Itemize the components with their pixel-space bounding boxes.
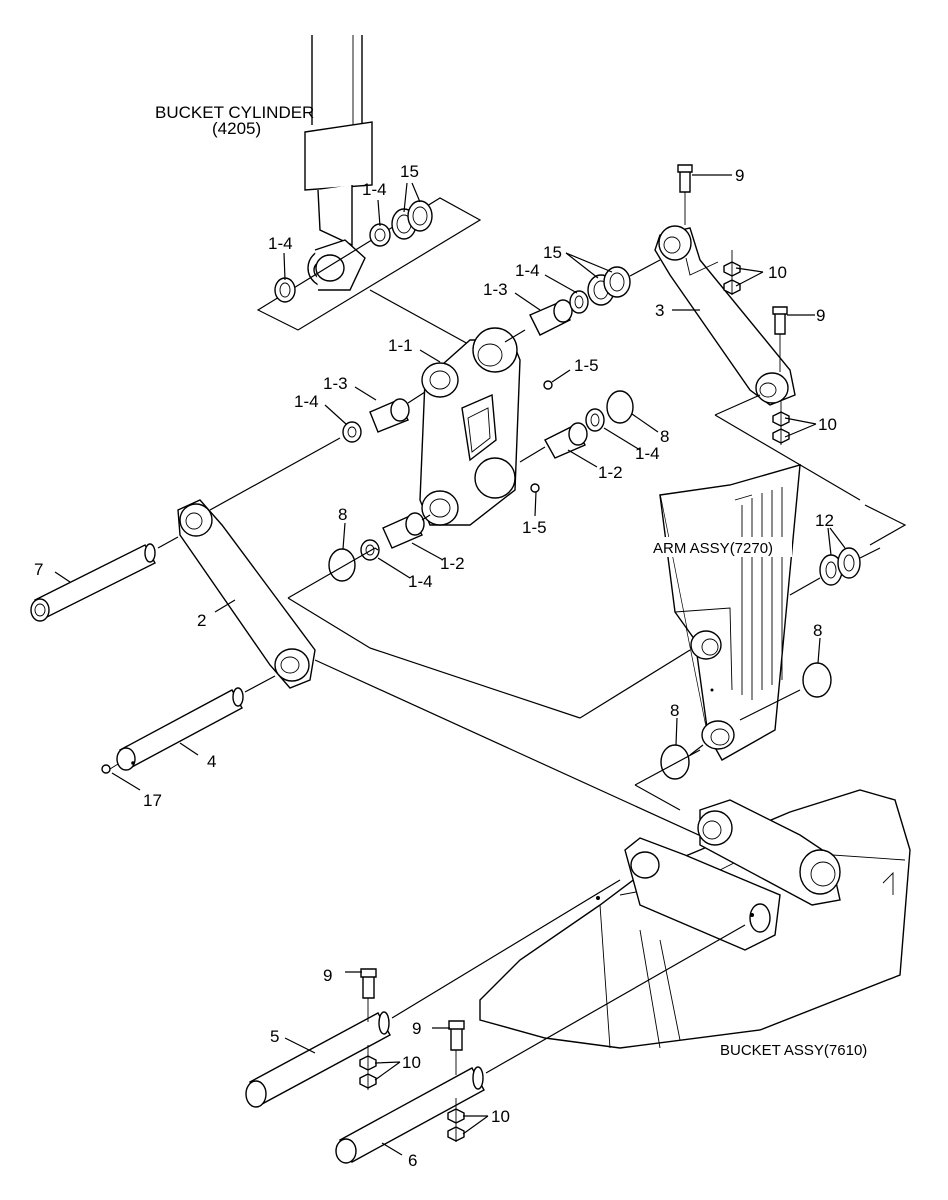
- washer-1-4-lower: [360, 539, 380, 561]
- callout-3: 3: [655, 301, 664, 320]
- washer-1-4-left: [342, 421, 362, 443]
- callout-1-3-upper: 1-3: [483, 280, 508, 299]
- callout-1-4-cylinder-right: 1-4: [362, 180, 387, 199]
- callout-10-top: 10: [768, 263, 787, 282]
- shims-12: [819, 547, 861, 586]
- link-2: [177, 499, 316, 689]
- callout-1-1: 1-1: [388, 336, 413, 355]
- callout-17: 17: [143, 791, 162, 810]
- svg-text:BUCKET CYLINDER: BUCKET CYLINDER: [155, 103, 314, 122]
- callout-9-pin5: 9: [323, 966, 332, 985]
- nuts-10-mid: [772, 400, 790, 445]
- callout-4: 4: [207, 752, 216, 771]
- nuts-10-pin6: [447, 1098, 465, 1142]
- callout-2: 2: [197, 611, 206, 630]
- o-ring-8-arm-lower: [660, 744, 690, 780]
- bushing-1-2-right: [544, 422, 588, 459]
- shims-15-upper-right: [587, 266, 631, 306]
- bucket-link-plane: [634, 749, 701, 811]
- callout-8-arm-right: 8: [813, 621, 822, 640]
- bolt-9-pin6: [448, 1020, 465, 1075]
- bucket-cylinder-label: BUCKET CYLINDER (4205): [155, 103, 314, 138]
- bushing-1-3-left: [369, 398, 410, 433]
- callout-10-mid: 10: [818, 415, 837, 434]
- callout-1-4-link-upper: 1-4: [515, 261, 540, 280]
- callout-1-4-lower: 1-4: [408, 572, 433, 591]
- svg-text:(4205): (4205): [212, 119, 261, 138]
- washer-1-4-right: [585, 408, 605, 432]
- arm-assy-label: ARM ASSY(7270): [653, 540, 773, 557]
- callout-7: 7: [34, 560, 43, 579]
- bushing-1-3-upper: [529, 299, 573, 336]
- callout-9-top: 9: [735, 166, 744, 185]
- callout-1-3-left: 1-3: [323, 374, 348, 393]
- bushing-1-2-lower: [382, 512, 425, 549]
- bolt-9-pin5: [360, 968, 377, 1022]
- callout-10-pin5: 10: [402, 1053, 421, 1072]
- callout-8-right: 8: [660, 427, 669, 446]
- bucket-assy-label: BUCKET ASSY(7610): [720, 1042, 867, 1059]
- arm-assy: [659, 464, 801, 761]
- callout-1-4-left: 1-4: [294, 392, 319, 411]
- link-3: [654, 225, 796, 406]
- callout-8-left: 8: [338, 505, 347, 524]
- callout-1-2-lower: 1-2: [440, 554, 465, 573]
- o-ring-8-right: [606, 390, 634, 424]
- callout-8-arm-lower: 8: [670, 701, 679, 720]
- cylinder-washer-1-4-left: [274, 277, 296, 303]
- cylinder-washer-1-4-right: [369, 223, 391, 247]
- bolt-9-top: [677, 164, 693, 225]
- link-1-1: [419, 327, 553, 526]
- o-ring-8-lower-left: [328, 548, 356, 582]
- callout-9-pin6: 9: [412, 1019, 421, 1038]
- pin-5: [245, 1011, 391, 1108]
- pin-7: [30, 543, 156, 622]
- callout-1-4-right: 1-4: [635, 444, 660, 463]
- callout-10-pin6: 10: [491, 1107, 510, 1126]
- washer-1-4-upper-right: [569, 290, 589, 314]
- bucket-cylinder: [304, 35, 373, 291]
- callout-5: 5: [270, 1027, 279, 1046]
- link2-plane: [287, 547, 691, 719]
- bucket-assy: [479, 789, 911, 1049]
- pin-6: [335, 1066, 485, 1164]
- callout-15-link: 15: [543, 243, 562, 262]
- nuts-10-top: [723, 250, 741, 295]
- pin-4: [116, 687, 244, 771]
- callout-1-2-right: 1-2: [598, 463, 623, 482]
- callouts: 15 1-4 1-4 9 10 15 1-4 1-3 3 9 1-1 1-5 1…: [34, 162, 837, 1170]
- callout-1-5-upper: 1-5: [574, 356, 599, 375]
- pin-17: [101, 763, 119, 774]
- arm-label-bg: [650, 537, 792, 557]
- o-ring-8-arm-right: [802, 662, 832, 698]
- leader-lines: [54, 174, 846, 1156]
- callout-1-4-cylinder-left: 1-4: [268, 234, 293, 253]
- callout-15-cylinder: 15: [400, 162, 419, 181]
- cylinder-shims-15: [391, 200, 433, 240]
- callout-1-5-lower: 1-5: [522, 518, 547, 537]
- bolt-9-mid: [772, 306, 788, 372]
- callout-6: 6: [408, 1151, 417, 1170]
- callout-9-mid: 9: [816, 306, 825, 325]
- bucket-label-bg: [718, 1040, 888, 1060]
- nuts-10-pin5: [359, 1045, 377, 1090]
- cylinder-parts-plane: [256, 197, 482, 331]
- callout-12: 12: [815, 511, 834, 530]
